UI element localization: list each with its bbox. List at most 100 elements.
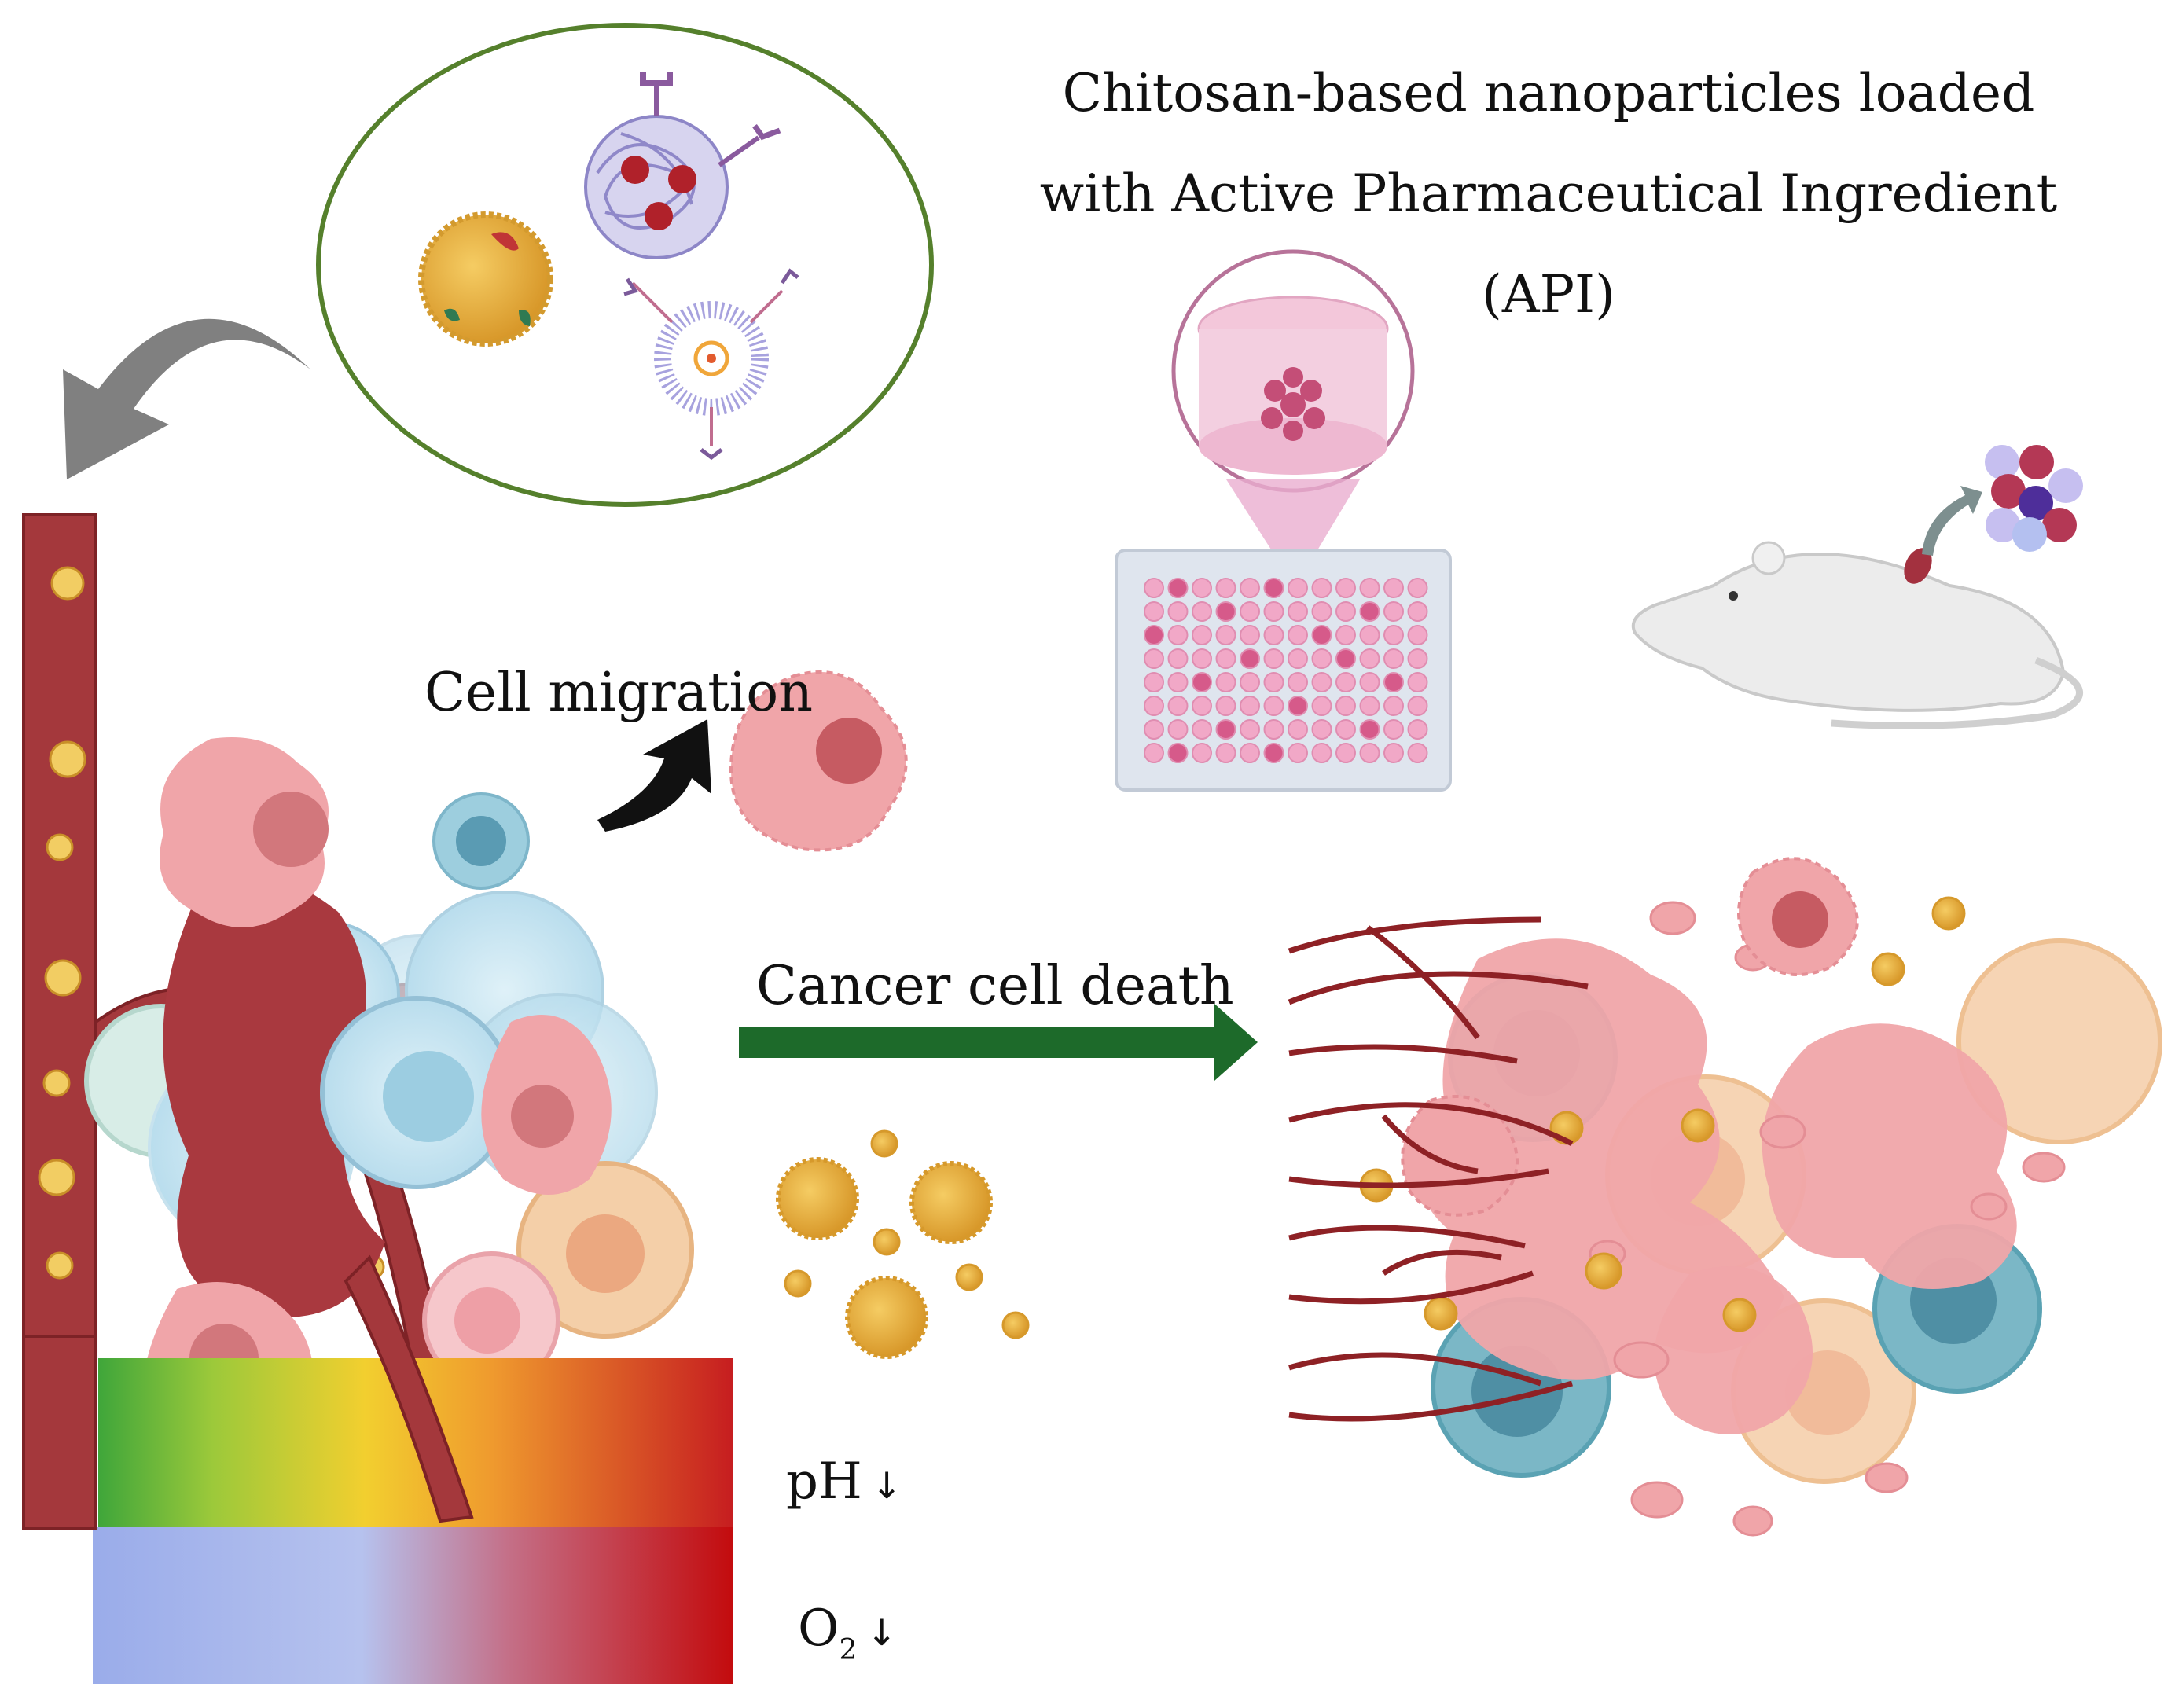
well [1359, 601, 1380, 622]
well [1311, 743, 1332, 763]
well [1263, 625, 1284, 645]
well [1144, 578, 1164, 598]
well [1144, 672, 1164, 692]
well [1215, 601, 1236, 622]
well [1288, 696, 1308, 716]
well-plate-icon [1115, 249, 1452, 792]
well [1335, 601, 1356, 622]
ph-label: pH↓ [786, 1453, 902, 1511]
well [1288, 719, 1308, 740]
well [1311, 672, 1332, 692]
well [1167, 743, 1189, 763]
well [1167, 625, 1189, 645]
well [1335, 625, 1356, 645]
title-line-3: (API) [1482, 264, 1615, 325]
well [1167, 578, 1189, 598]
grey-curved-arrow [63, 318, 310, 479]
well [1263, 719, 1284, 740]
well [1311, 578, 1332, 598]
well [1263, 648, 1284, 669]
well [1335, 672, 1356, 692]
well [1167, 672, 1189, 692]
polymeric-nanoparticle-icon [584, 72, 781, 259]
title-line-1: Chitosan-based nanoparticles loaded [1062, 63, 2035, 123]
o2-text: O [798, 1600, 840, 1658]
well [1192, 601, 1212, 622]
ph-text: pH [786, 1453, 862, 1511]
well [1335, 648, 1356, 669]
well [1263, 743, 1284, 763]
well [1240, 719, 1260, 740]
well [1167, 719, 1189, 740]
well [1144, 648, 1164, 669]
well [1144, 601, 1164, 622]
nanoparticle-types-ellipse [316, 23, 934, 507]
well [1240, 578, 1260, 598]
down-arrow-icon: ↓ [866, 1611, 897, 1654]
well [1359, 625, 1380, 645]
well [1215, 719, 1236, 740]
well [1383, 648, 1404, 669]
well [1359, 696, 1380, 716]
well [1407, 672, 1428, 692]
well [1240, 625, 1260, 645]
migrating-cancer-cell [729, 670, 908, 852]
o2-label: O2↓ [798, 1600, 897, 1666]
well [1215, 648, 1236, 669]
o2-subscript: 2 [839, 1634, 858, 1666]
vessel-overlay [22, 1254, 474, 1530]
well [1407, 719, 1428, 740]
well [1311, 719, 1332, 740]
well [1311, 648, 1332, 669]
cell-migration-label: Cell migration [424, 662, 813, 724]
well [1359, 648, 1380, 669]
well [1407, 743, 1428, 763]
well [1263, 578, 1284, 598]
well [1311, 601, 1332, 622]
well [1215, 743, 1236, 763]
tumor-cluster-icon [1985, 445, 2083, 552]
well [1288, 578, 1308, 598]
o2-gradient-bar [93, 1527, 733, 1684]
well [1359, 743, 1380, 763]
well [1383, 696, 1404, 716]
well [1240, 601, 1260, 622]
free-nanoparticles [776, 1129, 1030, 1359]
title-line-2: with Active Pharmaceutical Ingredient [1039, 163, 2058, 224]
well [1407, 648, 1428, 669]
well [1192, 696, 1212, 716]
well [1407, 601, 1428, 622]
well [1383, 719, 1404, 740]
well [1167, 601, 1189, 622]
well [1407, 578, 1428, 598]
micelle-icon [623, 268, 799, 461]
well [1335, 743, 1356, 763]
well [1192, 719, 1212, 740]
well [1383, 672, 1404, 692]
down-arrow-icon: ↓ [871, 1464, 902, 1507]
well [1192, 625, 1212, 645]
migration-arrow [597, 719, 711, 832]
well [1144, 719, 1164, 740]
well [1288, 625, 1308, 645]
well [1383, 601, 1404, 622]
well [1192, 672, 1212, 692]
well [1383, 743, 1404, 763]
dead-tumor-mass [1288, 857, 2162, 1537]
well [1167, 648, 1189, 669]
well [1359, 672, 1380, 692]
well [1192, 648, 1212, 669]
well [1215, 578, 1236, 598]
well [1359, 578, 1380, 598]
well [1288, 743, 1308, 763]
well [1144, 696, 1164, 716]
well [1263, 601, 1284, 622]
well [1192, 578, 1212, 598]
well [1215, 696, 1236, 716]
well [1192, 743, 1212, 763]
well [1167, 696, 1189, 716]
well [1335, 696, 1356, 716]
well [1288, 648, 1308, 669]
